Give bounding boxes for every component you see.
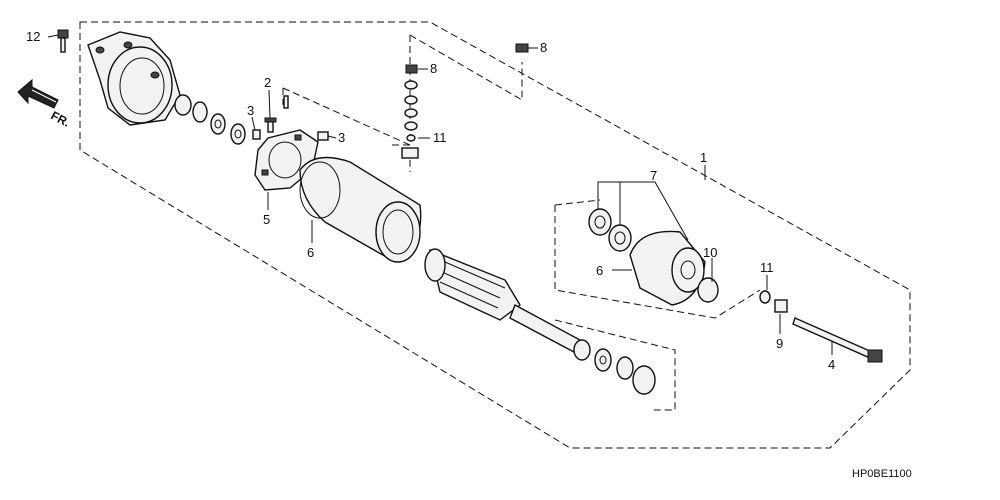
washer-group-boundary [554, 319, 676, 411]
front-cover [87, 31, 181, 126]
leader-3a [251, 116, 256, 131]
diagram-code: HP0BE1100 [852, 468, 912, 480]
through-bolt-4 [792, 317, 883, 363]
motor-yoke [299, 156, 422, 263]
bushing [174, 94, 192, 116]
callout-4: 4 [828, 357, 835, 372]
rear-cover [588, 208, 719, 306]
callout-8b: 8 [540, 40, 547, 55]
nut-stack [401, 64, 419, 159]
callout-2: 2 [264, 75, 271, 90]
assembly-boundary [79, 21, 911, 449]
brush-3b [317, 131, 329, 141]
callout-8a: 8 [430, 61, 437, 76]
small-screw [283, 95, 289, 109]
nut-9 [774, 299, 788, 313]
leader-7 [597, 181, 689, 241]
callout-3b: 3 [338, 130, 345, 145]
leader-3b [327, 135, 337, 139]
callout-6a: 6 [307, 245, 314, 260]
leader-12 [47, 34, 59, 38]
front-direction-label: FR. [49, 108, 73, 129]
bolt-12 [57, 29, 69, 53]
front-direction-arrow-icon [17, 78, 59, 109]
rear-washers [573, 339, 656, 395]
callout-11b: 11 [760, 260, 774, 275]
callout-7: 7 [650, 168, 657, 183]
callout-9: 9 [776, 336, 783, 351]
armature [424, 248, 581, 353]
callout-1: 1 [700, 150, 707, 165]
screw-2 [264, 117, 277, 133]
callout-5: 5 [263, 212, 270, 227]
brush-spring-3a [252, 129, 261, 140]
leader-2 [268, 89, 271, 119]
cover-group-boundary [554, 199, 761, 319]
callout-6b: 6 [596, 263, 603, 278]
nut-8b [515, 43, 529, 53]
washer-11b [759, 290, 771, 304]
callout-10: 10 [703, 245, 717, 260]
callout-11a: 11 [433, 130, 447, 145]
callout-12: 12 [26, 29, 40, 44]
front-washers [192, 101, 246, 145]
brush-group-boundary [282, 87, 411, 172]
callout-3a: 3 [247, 103, 254, 118]
